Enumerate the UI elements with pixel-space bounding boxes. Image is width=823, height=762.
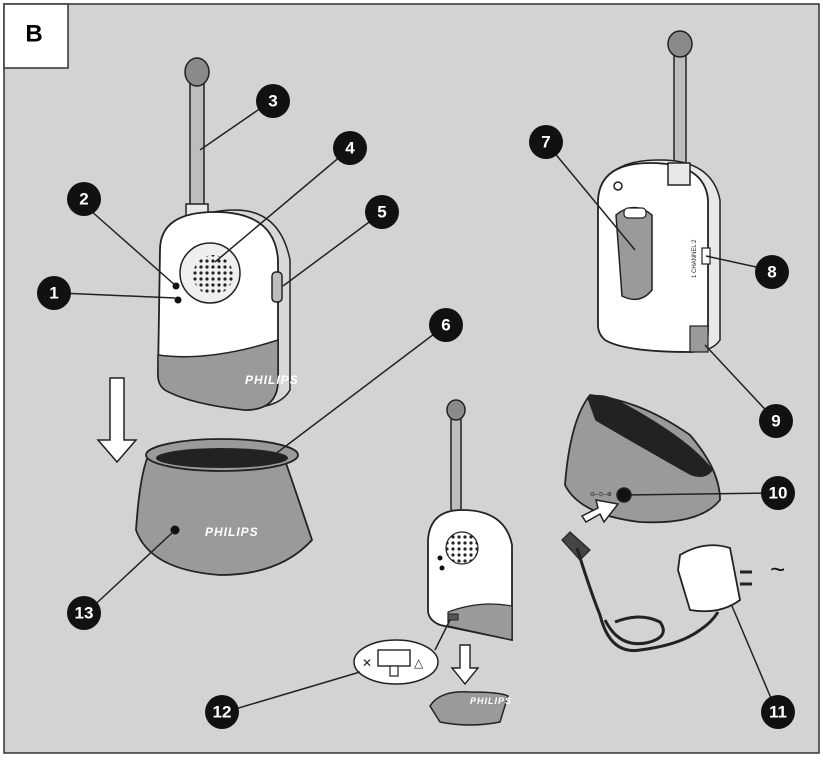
parent-unit-battery-view <box>427 399 513 642</box>
bell-icon: △ <box>414 656 424 670</box>
callout-9: 9 <box>759 404 793 438</box>
power-adapter: ~ <box>561 531 785 653</box>
charger-back: ⊖–⊙–⊕ <box>564 394 721 524</box>
svg-text:12: 12 <box>213 703 232 722</box>
svg-text:4: 4 <box>345 139 355 158</box>
svg-text:10: 10 <box>769 484 788 503</box>
callout-12: 12 <box>205 695 239 729</box>
insert-arrow-icon <box>96 377 138 464</box>
callout-8: 8 <box>755 255 789 289</box>
panel-label: B <box>25 21 42 48</box>
callout-10: 10 <box>761 476 795 510</box>
battery-cover <box>689 325 709 353</box>
callout-7: 7 <box>529 125 563 159</box>
svg-text:2: 2 <box>79 190 88 209</box>
ac-symbol-icon: ~ <box>770 554 785 584</box>
callout-11: 11 <box>761 695 795 729</box>
svg-text:1: 1 <box>49 284 58 303</box>
panel-background <box>3 3 820 754</box>
power-socket <box>616 487 632 503</box>
svg-text:6: 6 <box>441 316 450 335</box>
callout-2: 2 <box>67 182 101 216</box>
panel-label-box: B <box>3 3 69 69</box>
svg-text:13: 13 <box>75 604 94 623</box>
charger-front: PHILIPS <box>135 438 314 576</box>
callout-6: 6 <box>429 308 463 342</box>
volume-switch <box>271 271 283 303</box>
belt-clip <box>615 206 653 301</box>
connect-arrow-icon <box>580 499 620 524</box>
charger-brand: PHILIPS <box>205 525 259 539</box>
svg-text:7: 7 <box>541 133 550 152</box>
link-led <box>174 296 182 304</box>
svg-text:5: 5 <box>377 203 386 222</box>
sound-switch-detail: ✕ △ <box>353 639 439 685</box>
dc-polarity-icon: ⊖–⊙–⊕ <box>590 492 612 498</box>
speaker-grill <box>193 255 233 295</box>
cover-brand: PHILIPS <box>470 696 512 706</box>
callout-13: 13 <box>67 596 101 630</box>
svg-text:11: 11 <box>769 703 787 722</box>
svg-text:9: 9 <box>771 412 780 431</box>
callout-1: 1 <box>37 276 71 310</box>
callout-5: 5 <box>365 195 399 229</box>
svg-text:1 CHANNEL 2: 1 CHANNEL 2 <box>692 239 698 278</box>
parent-unit-front: PHILIPS <box>157 57 299 411</box>
leader-lines <box>59 100 777 713</box>
callout-4: 4 <box>333 131 367 165</box>
parent-unit-brand: PHILIPS <box>245 373 299 387</box>
callout-3: 3 <box>256 84 290 118</box>
speaker-muted-icon: ✕ <box>362 656 372 670</box>
baby-unit-back: 1 CHANNEL 2 <box>597 30 721 353</box>
svg-text:3: 3 <box>268 92 277 111</box>
battery-cover-arrow-icon <box>450 644 480 686</box>
svg-text:8: 8 <box>767 263 776 282</box>
battery-cover-piece: PHILIPS <box>429 691 512 726</box>
